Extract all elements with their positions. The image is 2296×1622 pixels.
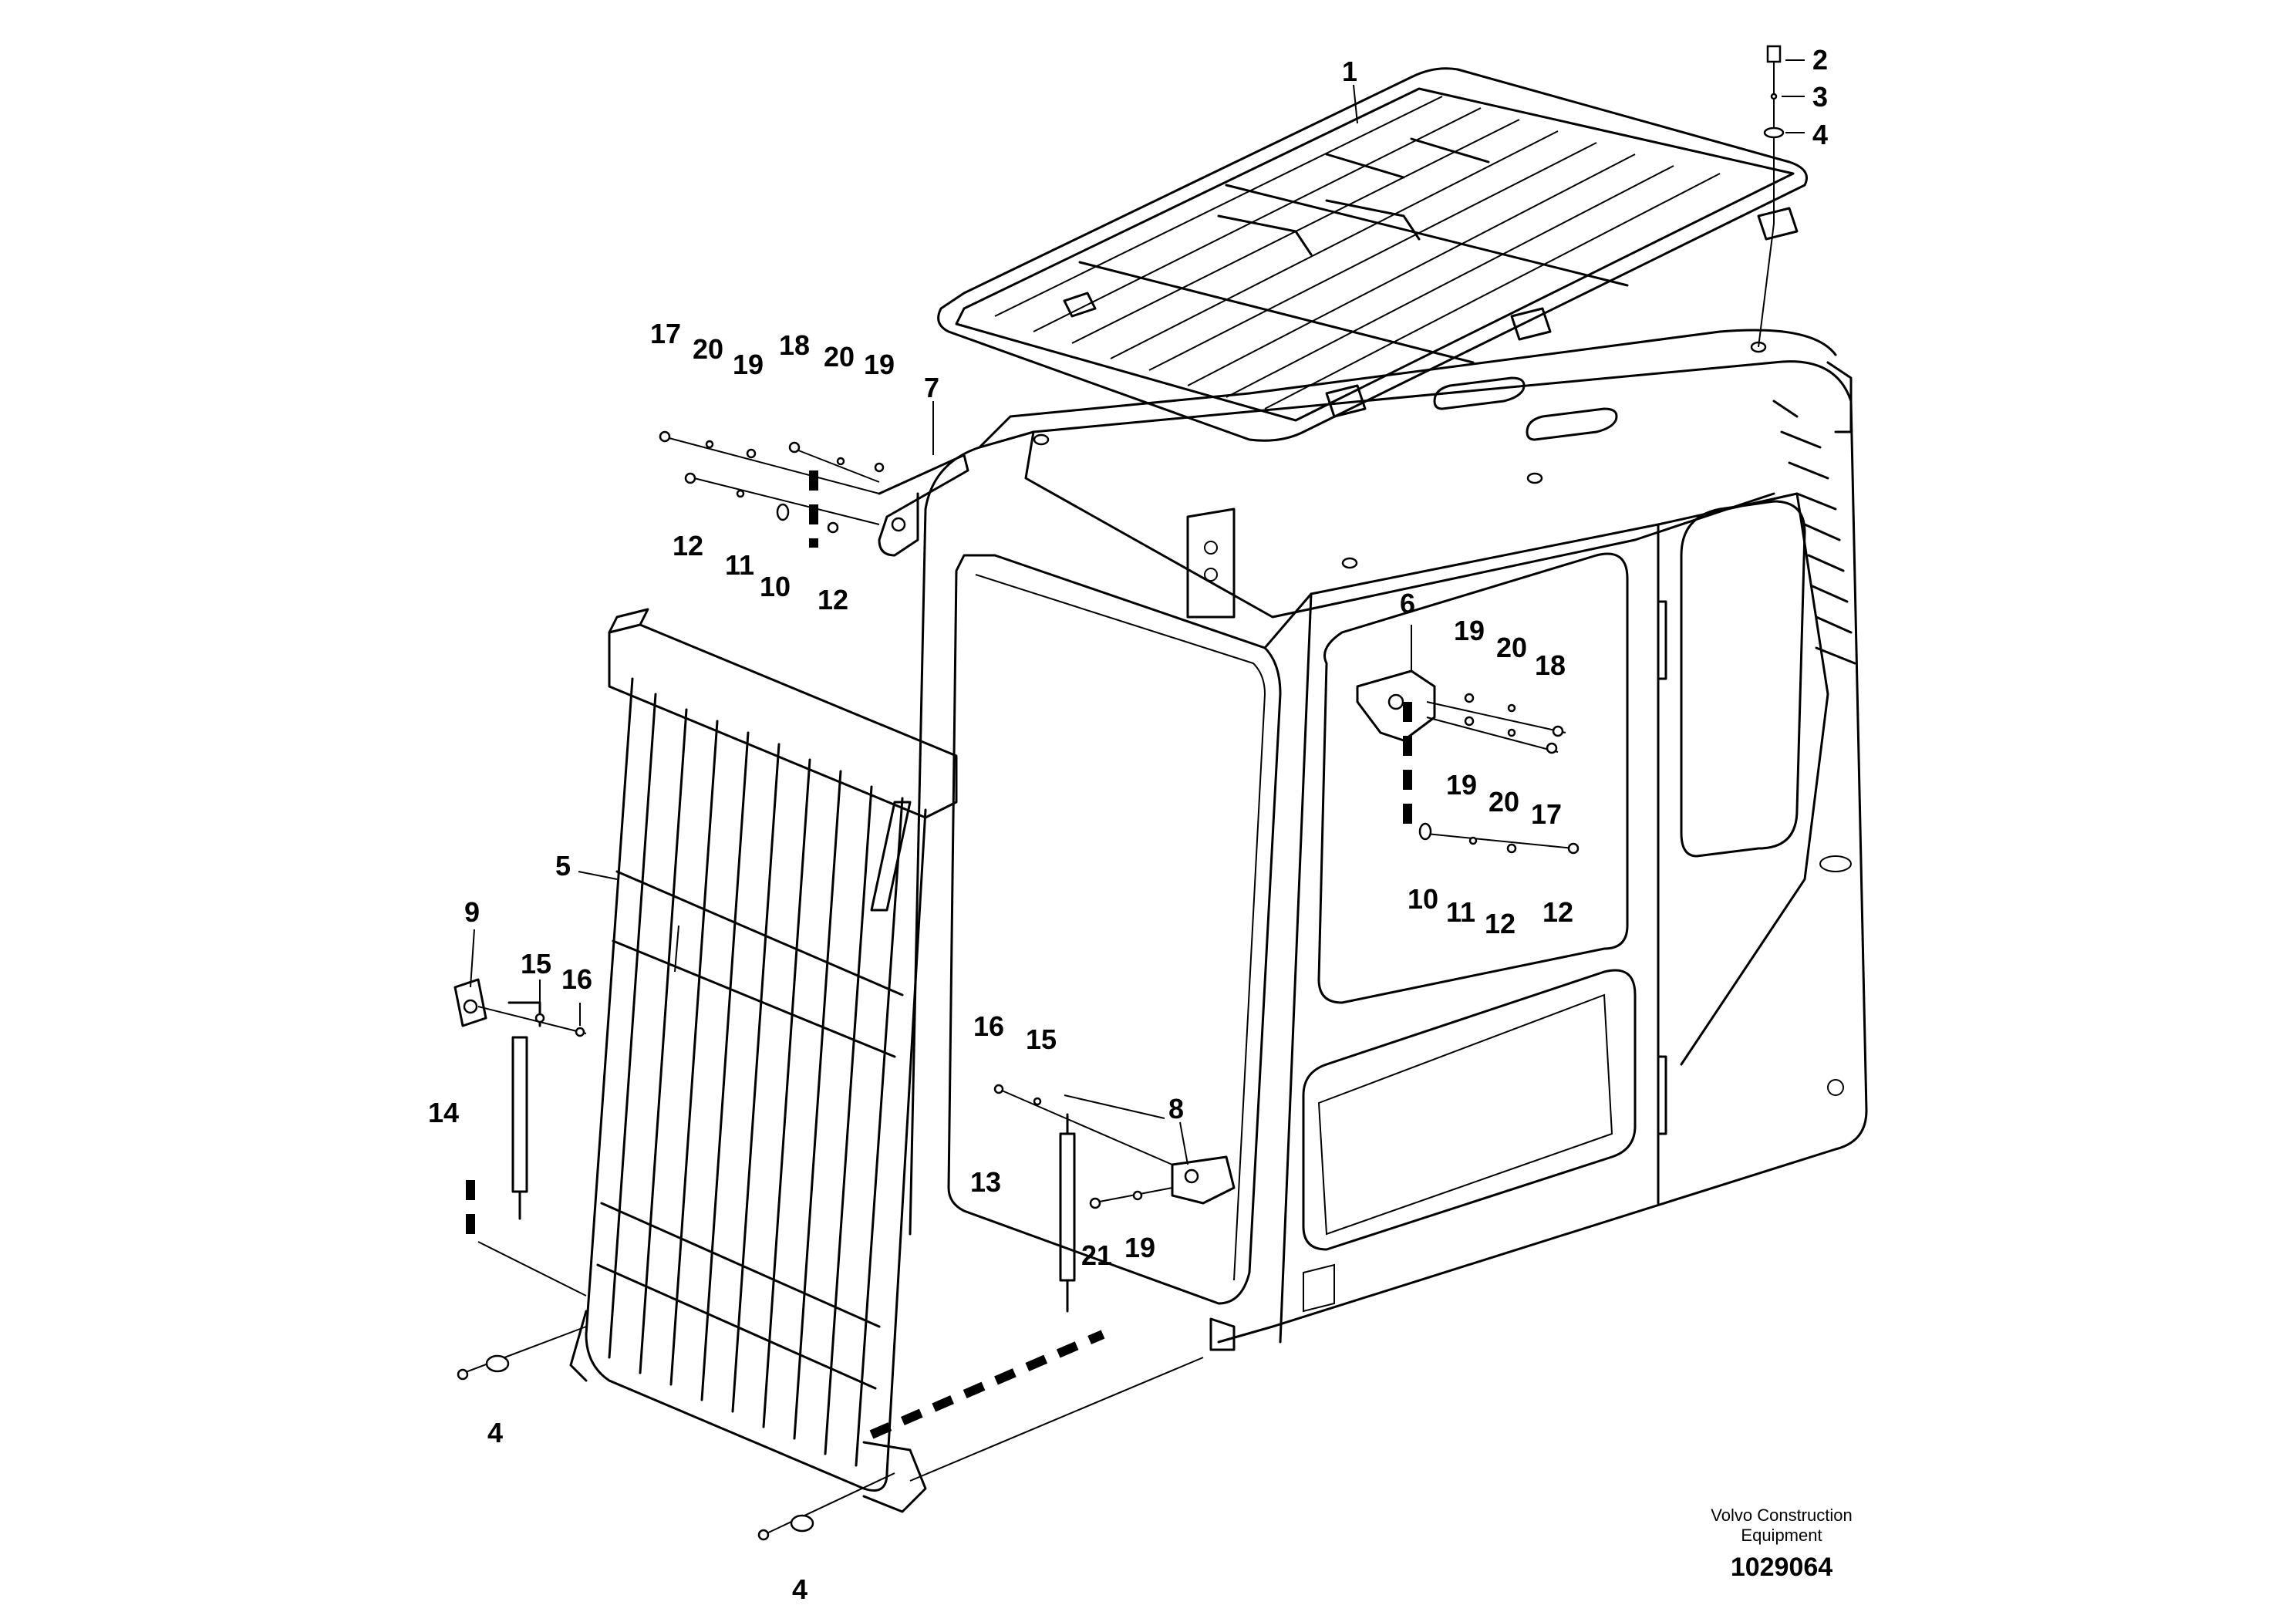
- callout-19-right-mid: 19: [1446, 769, 1477, 801]
- callout-4-left: 4: [487, 1417, 503, 1448]
- cab-body: [909, 329, 1868, 1351]
- callout-13: 13: [970, 1166, 1001, 1198]
- callout-14: 14: [428, 1097, 459, 1128]
- document-number: 1029064: [1731, 1553, 1832, 1582]
- callout-16: 16: [973, 1010, 1004, 1042]
- mount-bracket-7: [878, 454, 969, 557]
- callout-20: 20: [693, 333, 723, 365]
- callout-4-bottom: 4: [792, 1573, 807, 1605]
- callout-17: 17: [650, 318, 681, 349]
- credit-line-2: Equipment: [1741, 1526, 1822, 1545]
- callout-11-right: 11: [1446, 896, 1475, 928]
- callout-12-lower-left: 12: [818, 584, 848, 615]
- callout-20-right-top: 20: [1496, 632, 1527, 663]
- fastener-sets: [457, 45, 1785, 1541]
- callout-19-top-mid: 19: [864, 349, 895, 380]
- gas-strut-right: [1059, 1113, 1236, 1313]
- callout-5: 5: [555, 850, 571, 882]
- callout-16-left: 16: [561, 963, 592, 995]
- callout-15: 15: [521, 948, 551, 980]
- callout-8: 8: [1168, 1093, 1184, 1125]
- callout-21: 21: [1081, 1239, 1112, 1271]
- callout-10: 10: [760, 571, 791, 602]
- callout-3: 3: [1812, 81, 1828, 113]
- callout-6: 6: [1400, 588, 1415, 619]
- front-guard: [569, 608, 958, 1513]
- mount-bracket-6: [1356, 669, 1436, 742]
- callout-10-right: 10: [1408, 883, 1438, 915]
- callout-9: 9: [464, 896, 480, 928]
- callout-20-top-mid: 20: [824, 341, 855, 373]
- callout-1: 1: [1342, 56, 1357, 87]
- callout-19: 19: [733, 349, 764, 380]
- callout-4: 4: [1812, 119, 1828, 150]
- callout-19-lower: 19: [1124, 1232, 1155, 1263]
- leader-lines: [470, 59, 1805, 1165]
- callout-12: 12: [673, 530, 703, 561]
- callout-11: 11: [725, 549, 754, 581]
- callout-labels: 1 2 3 4 5 6 7 8 9 10 11 12 13 14 15 16 1…: [428, 44, 1828, 1605]
- roof-guard: [937, 67, 1808, 442]
- callout-12-right-a: 12: [1485, 908, 1515, 939]
- credit-block: Volvo Construction Equipment 1029064: [1711, 1506, 1852, 1582]
- callout-2: 2: [1812, 44, 1828, 76]
- callout-12-right-b: 12: [1542, 896, 1573, 928]
- callout-15-right: 15: [1026, 1023, 1057, 1055]
- callout-18: 18: [779, 329, 810, 361]
- credit-line-1: Volvo Construction: [1711, 1506, 1852, 1525]
- callout-19-right-top: 19: [1454, 615, 1485, 646]
- callout-17-right: 17: [1531, 798, 1562, 830]
- callout-7: 7: [924, 372, 939, 403]
- callout-18-right: 18: [1535, 649, 1566, 681]
- callout-20-right-mid: 20: [1489, 786, 1519, 818]
